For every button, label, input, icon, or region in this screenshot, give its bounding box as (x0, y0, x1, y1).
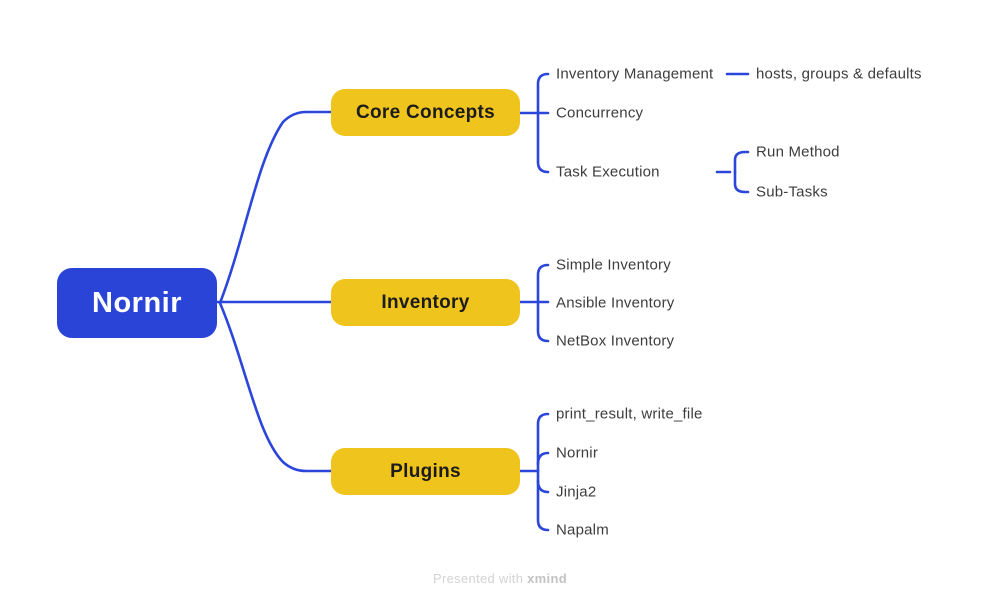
branch-topic-core-concepts[interactable]: Core Concepts (331, 89, 520, 136)
leaf-topic-hosts-groups-defaults[interactable]: hosts, groups & defaults (756, 65, 922, 83)
connector-root-core-concepts (218, 110, 333, 305)
connector-inventory-down (536, 300, 550, 343)
leaf-topic-napalm[interactable]: Napalm (556, 521, 609, 539)
leaf-topic-concurrency[interactable]: Concurrency (556, 104, 644, 122)
leaf-topic-nornir-plugin[interactable]: Nornir (556, 444, 599, 462)
connector-inventory-up (536, 263, 550, 304)
leaf-topic-print-result-write-file[interactable]: print_result, write_file (556, 405, 703, 423)
leaf-topic-inventory-management[interactable]: Inventory Management (556, 65, 714, 83)
leaf-topic-netbox-inventory[interactable]: NetBox Inventory (556, 332, 675, 350)
root-topic-nornir[interactable]: Nornir (57, 268, 217, 338)
connector-plugins-up (536, 412, 550, 473)
watermark: Presented with xmind (0, 571, 1000, 586)
leaf-topic-sub-tasks[interactable]: Sub-Tasks (756, 183, 828, 201)
connector-taskexec-down (733, 170, 750, 194)
leaf-topic-run-method[interactable]: Run Method (756, 143, 840, 161)
watermark-brand: xmind (527, 571, 567, 586)
watermark-prefix: Presented with (433, 571, 528, 586)
connector-taskexec-up (733, 150, 750, 174)
leaf-topic-task-execution[interactable]: Task Execution (556, 163, 660, 181)
branch-topic-plugins[interactable]: Plugins (331, 448, 520, 495)
connector-plugins-jinja2 (536, 479, 550, 494)
connector-core-down (536, 111, 550, 174)
leaf-topic-simple-inventory[interactable]: Simple Inventory (556, 256, 671, 274)
connector-root-plugins (218, 301, 333, 473)
leaf-topic-ansible-inventory[interactable]: Ansible Inventory (556, 294, 675, 312)
connector-plugins-down (536, 469, 550, 532)
connector-core-up (536, 72, 550, 115)
branch-topic-inventory[interactable]: Inventory (331, 279, 520, 326)
connector-plugins-nornir (536, 451, 550, 466)
leaf-topic-jinja2[interactable]: Jinja2 (556, 483, 597, 501)
